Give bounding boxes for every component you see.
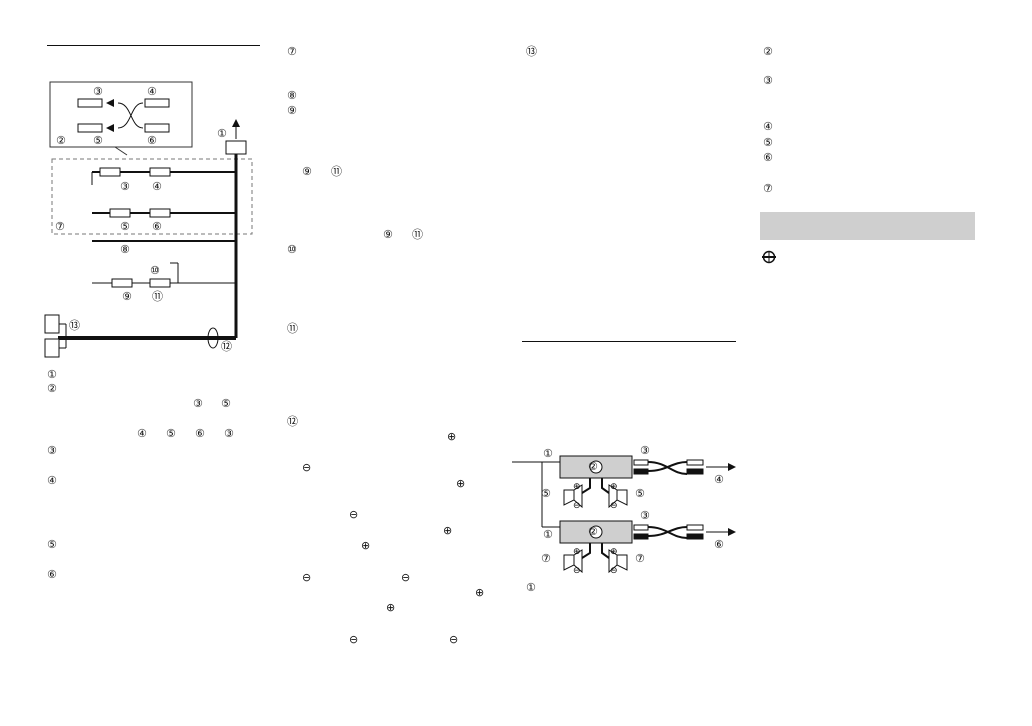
polarity-symbol: ⊖: [349, 508, 359, 521]
section-header-bar: [760, 212, 975, 240]
connector-box-lower-b: [44, 338, 60, 358]
inline-ref: ③: [224, 427, 234, 440]
list-marker: ⑬: [526, 45, 537, 58]
polarity-symbol: ⊖: [610, 566, 618, 576]
polarity-symbol: ⊖: [349, 633, 359, 646]
callout: ③: [640, 444, 650, 457]
inline-ref: ⑤: [166, 427, 176, 440]
callout: ⑫: [221, 340, 232, 353]
list-marker: ⑫: [287, 415, 298, 428]
polarity-symbol: ⊕: [456, 477, 466, 490]
inline-ref: ⑤: [221, 397, 231, 410]
callout: ⑤: [120, 220, 130, 233]
inline-ref: ⑥: [195, 427, 205, 440]
connector-box-top: [225, 140, 247, 155]
polarity-symbol: ⊖: [573, 501, 581, 511]
list-marker: ⑤: [763, 136, 773, 149]
callout: ⑤: [93, 134, 103, 147]
polarity-symbol: ⊖: [449, 633, 459, 646]
callout: ⑦: [55, 220, 65, 233]
inset-connector-c: [77, 123, 103, 133]
list-marker: ③: [47, 444, 57, 457]
callout: ④: [147, 85, 157, 98]
callout: ⑩: [150, 264, 160, 277]
polarity-symbol: ⊖: [573, 566, 581, 576]
list-marker: ①: [47, 368, 57, 381]
polarity-symbol: ⊕: [573, 547, 581, 557]
callout: ①: [217, 127, 227, 140]
list-marker: ①: [526, 581, 536, 594]
inset-connector-b: [144, 98, 170, 108]
callout: ⑦: [635, 552, 645, 565]
important-icon: [762, 250, 776, 264]
callout: ①: [543, 447, 553, 460]
callout: ②: [588, 525, 598, 538]
callout: ⑤: [635, 487, 645, 500]
callout: ⑧: [120, 243, 130, 256]
callout: ⑥: [714, 538, 724, 551]
polarity-symbol: ⊕: [610, 547, 618, 557]
section-rule-left: [47, 45, 260, 46]
callout: ②: [56, 134, 66, 147]
list-marker: ⑪: [287, 322, 298, 335]
connector-inset-box: [49, 81, 193, 148]
callout: ②: [588, 460, 598, 473]
callout: ①: [543, 528, 553, 541]
list-marker: ④: [47, 474, 57, 487]
polarity-symbol: ⊖: [302, 571, 312, 584]
list-marker: ②: [47, 382, 57, 395]
wiring-diagram-main: [44, 81, 253, 358]
inline-ref: ⑨: [383, 228, 393, 241]
list-marker: ⑨: [287, 104, 297, 117]
callout: ③: [93, 85, 103, 98]
list-marker: ⑤: [47, 538, 57, 551]
polarity-symbol: ⊕: [610, 482, 618, 492]
callout: ⑥: [152, 220, 162, 233]
polarity-symbol: ⊕: [475, 586, 485, 599]
list-marker: ⑥: [763, 151, 773, 164]
inline-ref: ⑪: [331, 165, 342, 178]
list-marker: ⑦: [763, 182, 773, 195]
connector-box-lower-a: [44, 314, 60, 334]
list-marker: ③: [763, 74, 773, 87]
polarity-symbol: ⊕: [361, 539, 371, 552]
dashed-region: [51, 158, 253, 235]
callout: ⑪: [152, 290, 163, 303]
polarity-symbol: ⊖: [401, 571, 411, 584]
list-marker: ⑧: [287, 89, 297, 102]
inline-ref: ⑪: [412, 228, 423, 241]
list-marker: ⑥: [47, 568, 57, 581]
list-marker: ⑩: [287, 243, 297, 256]
polarity-symbol: ⊕: [447, 430, 457, 443]
section-rule-right: [522, 341, 736, 342]
callout: ④: [152, 180, 162, 193]
polarity-symbol: ⊕: [386, 601, 396, 614]
inline-ref: ④: [137, 427, 147, 440]
callout: ③: [640, 509, 650, 522]
list-marker: ②: [763, 45, 773, 58]
inset-connector-a: [77, 98, 103, 108]
callout: ④: [714, 473, 724, 486]
polarity-symbol: ⊕: [573, 482, 581, 492]
callout: ③: [120, 180, 130, 193]
callout: ⑬: [69, 319, 80, 332]
polarity-symbol: ⊕: [443, 524, 453, 537]
callout: ⑨: [122, 290, 132, 303]
inline-ref: ⑨: [302, 165, 312, 178]
polarity-symbol: ⊖: [610, 501, 618, 511]
list-marker: ④: [763, 120, 773, 133]
polarity-symbol: ⊖: [302, 461, 312, 474]
inset-connector-d: [144, 123, 170, 133]
inline-ref: ③: [193, 397, 203, 410]
amplifier-diagram: [512, 455, 736, 574]
callout: ⑦: [541, 552, 551, 565]
callout: ⑤: [541, 487, 551, 500]
callout: ⑥: [147, 134, 157, 147]
list-marker: ⑦: [287, 45, 297, 58]
